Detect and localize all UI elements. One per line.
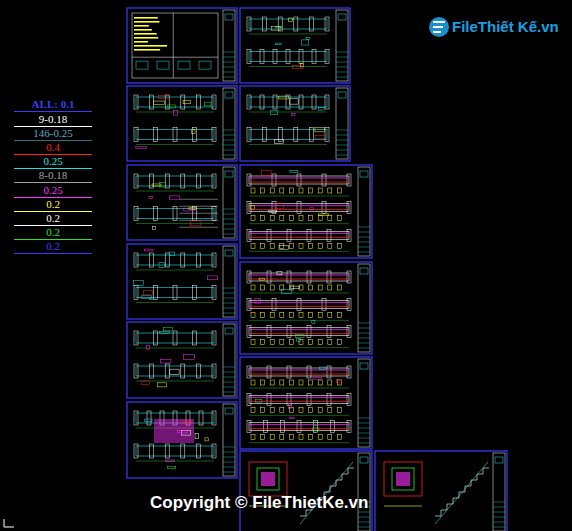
- sheet: [240, 86, 350, 161]
- legend-entry: 0.2: [14, 226, 92, 240]
- watermark: Copyright © FileThietKe.vn: [150, 493, 368, 513]
- legend-entry: 8-0.18: [14, 169, 92, 183]
- logo-icon: [429, 17, 449, 37]
- sheet: [240, 262, 372, 354]
- legend-text: 0.25: [14, 184, 92, 196]
- legend-swatch: [14, 211, 92, 212]
- legend-text: 146-0.25: [14, 127, 92, 139]
- site-logo: FileThiết Kế.vn: [452, 18, 559, 35]
- sheet: [127, 322, 237, 398]
- legend-swatch: [14, 225, 92, 226]
- legend-swatch: [14, 239, 92, 240]
- legend-entry: 0.25: [14, 184, 92, 198]
- legend-text: 0.2: [14, 240, 92, 252]
- sheet: [127, 402, 237, 478]
- sheet: [127, 165, 237, 240]
- legend-entry: 9-0.18: [14, 113, 92, 127]
- legend-entry: 0.2: [14, 198, 92, 212]
- legend-text: 9-0.18: [14, 113, 92, 125]
- legend-swatch: [14, 111, 92, 112]
- ucs-icon: [4, 519, 14, 527]
- legend-text: 8-0.18: [14, 169, 92, 181]
- sheet: [127, 244, 237, 319]
- legend-swatch: [14, 126, 92, 127]
- legend-swatch: [14, 140, 92, 141]
- legend-swatch: [14, 182, 92, 183]
- legend-entry: 146-0.25: [14, 127, 92, 141]
- legend-text: 0.25: [14, 155, 92, 167]
- legend-swatch: [14, 154, 92, 155]
- legend-text: 0.2: [14, 226, 92, 238]
- legend-swatch: [14, 197, 92, 198]
- sheet: [240, 8, 350, 83]
- drawing-sheets: [127, 8, 507, 531]
- legend-text: 0.4: [14, 141, 92, 153]
- sheet: [127, 8, 237, 83]
- legend-swatch: [14, 253, 92, 254]
- legend-text: 0.2: [14, 198, 92, 210]
- legend-swatch: [14, 168, 92, 169]
- legend-text: ALL: 0.1: [14, 98, 92, 110]
- legend-text: 0.2: [14, 212, 92, 224]
- legend-entry: 0.2: [14, 240, 92, 254]
- sheet: [375, 451, 507, 531]
- sheet: [240, 451, 372, 531]
- sheet: [240, 165, 372, 258]
- sheet: [240, 357, 372, 449]
- legend-entry: 0.2: [14, 212, 92, 226]
- legend-entry: ALL: 0.1: [14, 98, 92, 112]
- legend-entry: 0.25: [14, 155, 92, 169]
- legend-entry: 0.4: [14, 141, 92, 155]
- sheet: [127, 86, 237, 161]
